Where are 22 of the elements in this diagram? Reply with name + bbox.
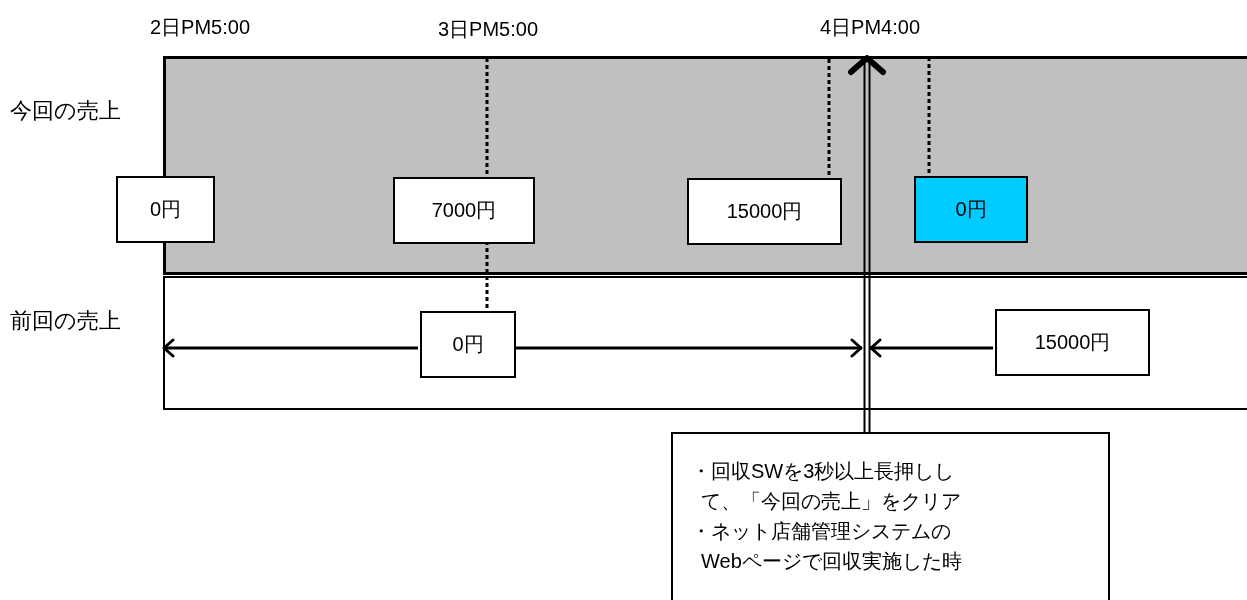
amount-box: 0円: [116, 176, 215, 243]
time-label: 2日PM5:00: [149, 15, 251, 40]
dotted-line: [927, 56, 931, 173]
row-label: 前回の売上: [10, 307, 121, 335]
note-text: ・ネット店舗管理システムのWebページで回収実施した時: [691, 519, 963, 574]
arrow: [162, 338, 418, 358]
time-label: 4日PM4:00: [819, 15, 921, 40]
amount-box: 15000円: [687, 178, 842, 245]
amount-box: 0円: [420, 311, 516, 378]
arrow: [848, 55, 886, 433]
time-label: 3日PM5:00: [437, 17, 539, 42]
amount-box: 7000円: [393, 177, 535, 244]
arrow: [869, 338, 993, 358]
row-label: 今回の売上: [10, 97, 121, 125]
amount-box: 15000円: [995, 309, 1150, 376]
arrow: [514, 338, 863, 358]
dotted-line: [485, 56, 489, 174]
note-box: [671, 432, 1110, 600]
dotted-line: [485, 241, 489, 309]
amount-box: 0円: [914, 176, 1028, 243]
dotted-line: [827, 56, 831, 175]
note-text: ・回収SWを3秒以上長押しして、「今回の売上」をクリア: [691, 459, 962, 514]
